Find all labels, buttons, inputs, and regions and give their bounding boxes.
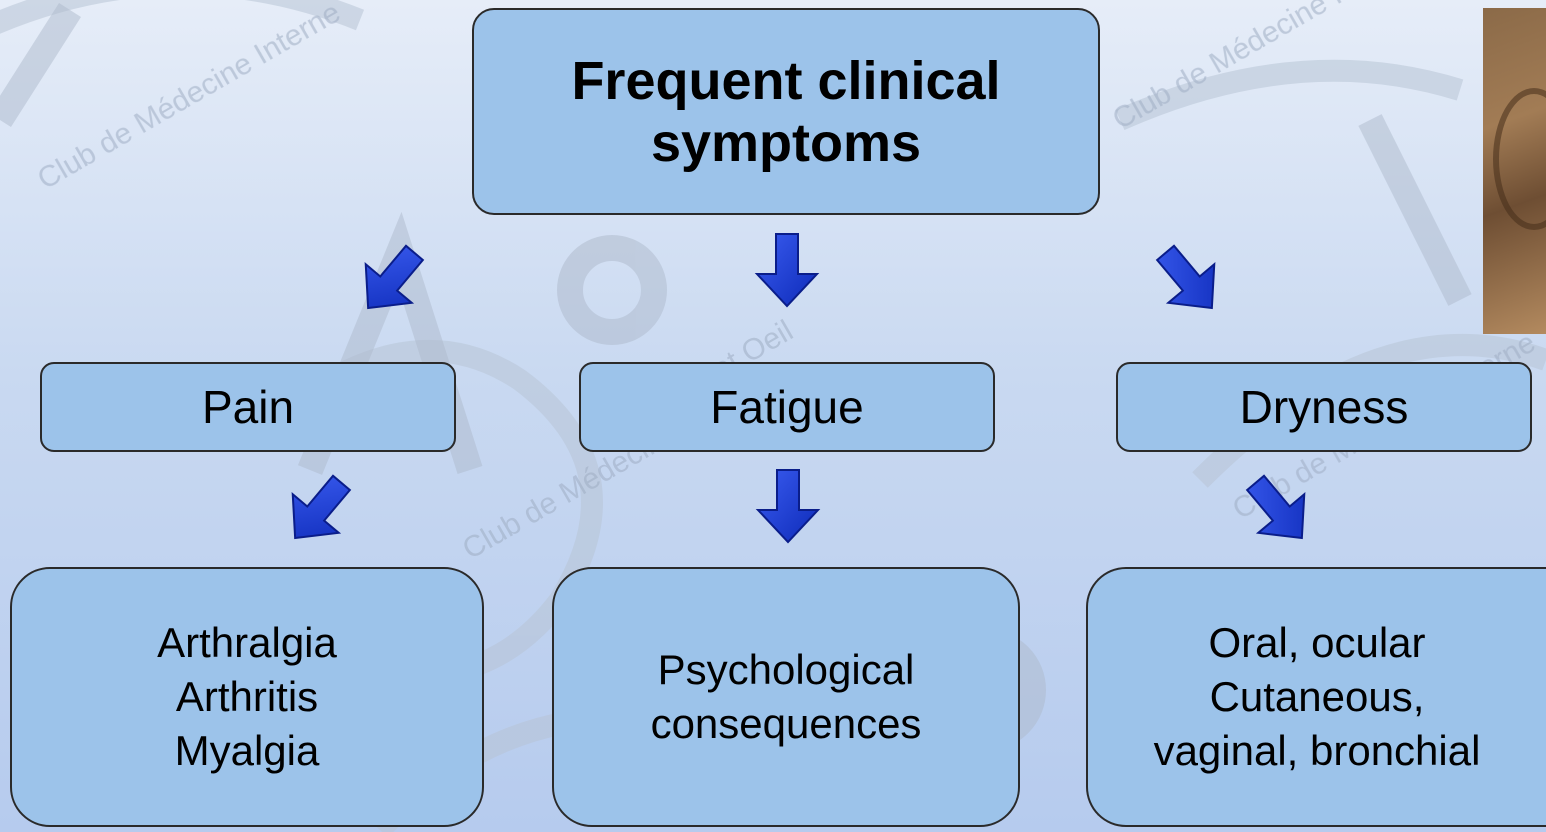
fatigue-detail-item: Psychological bbox=[657, 646, 915, 693]
pain-detail-item: Arthritis bbox=[175, 673, 319, 720]
pain-details-node: Arthralgia Arthritis Myalgia bbox=[10, 567, 484, 827]
fatigue-node: Fatigue bbox=[579, 362, 995, 452]
pain-node: Pain bbox=[40, 362, 456, 452]
dryness-detail-item: vaginal, bronchial bbox=[1153, 727, 1481, 774]
fatigue-node-label: Fatigue bbox=[710, 381, 864, 433]
pain-detail-item: Arthralgia bbox=[157, 619, 337, 666]
dryness-detail-item: Cutaneous, bbox=[1209, 673, 1425, 720]
fatigue-details-node: Psychological consequences bbox=[552, 567, 1020, 827]
watermark-text: Club de Médecine Interne bbox=[32, 0, 346, 196]
pain-detail-item: Myalgia bbox=[174, 727, 320, 774]
eye-photo bbox=[1483, 8, 1546, 334]
root-node: Frequent clinical symptoms bbox=[472, 8, 1100, 215]
root-node-text: Frequent clinical bbox=[571, 50, 1001, 111]
root-node-text: symptoms bbox=[650, 112, 922, 173]
dryness-detail-item: Oral, ocular bbox=[1208, 619, 1426, 666]
dryness-node: Dryness bbox=[1116, 362, 1532, 452]
fatigue-detail-item: consequences bbox=[650, 700, 922, 747]
dryness-details-node: Oral, ocular Cutaneous, vaginal, bronchi… bbox=[1086, 567, 1546, 827]
pain-node-label: Pain bbox=[201, 381, 295, 433]
dryness-node-label: Dryness bbox=[1239, 381, 1409, 433]
